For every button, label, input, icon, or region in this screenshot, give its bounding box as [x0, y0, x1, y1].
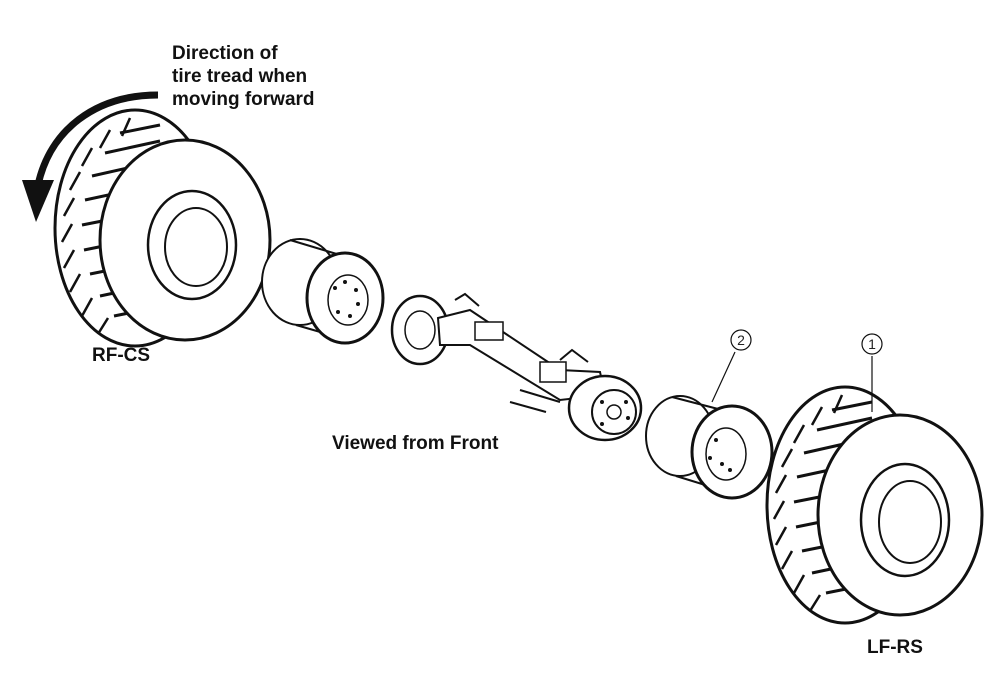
front-axle-assembly: [390, 292, 643, 442]
tire-right-front: [53, 108, 272, 348]
wheel-rim-left: [645, 395, 774, 500]
label-left-front: LF-RS: [867, 637, 923, 658]
wheel-rim-right: [261, 238, 385, 345]
tread-direction-note: Direction of tire tread when moving forw…: [172, 42, 315, 111]
callout-1-number: 1: [868, 336, 876, 352]
rotation-arrow-icon: [22, 91, 159, 222]
label-viewed-from-front: Viewed from Front: [332, 433, 499, 454]
note-line-2: tire tread when: [172, 66, 308, 87]
callout-2-number: 2: [737, 332, 745, 348]
label-right-front: RF-CS: [92, 345, 151, 366]
tire-left-front: [765, 385, 984, 625]
callout-1: 1: [861, 333, 883, 412]
callout-2: 2: [711, 329, 752, 403]
note-line-3: moving forward: [172, 89, 315, 110]
note-line-1: Direction of: [172, 43, 278, 64]
